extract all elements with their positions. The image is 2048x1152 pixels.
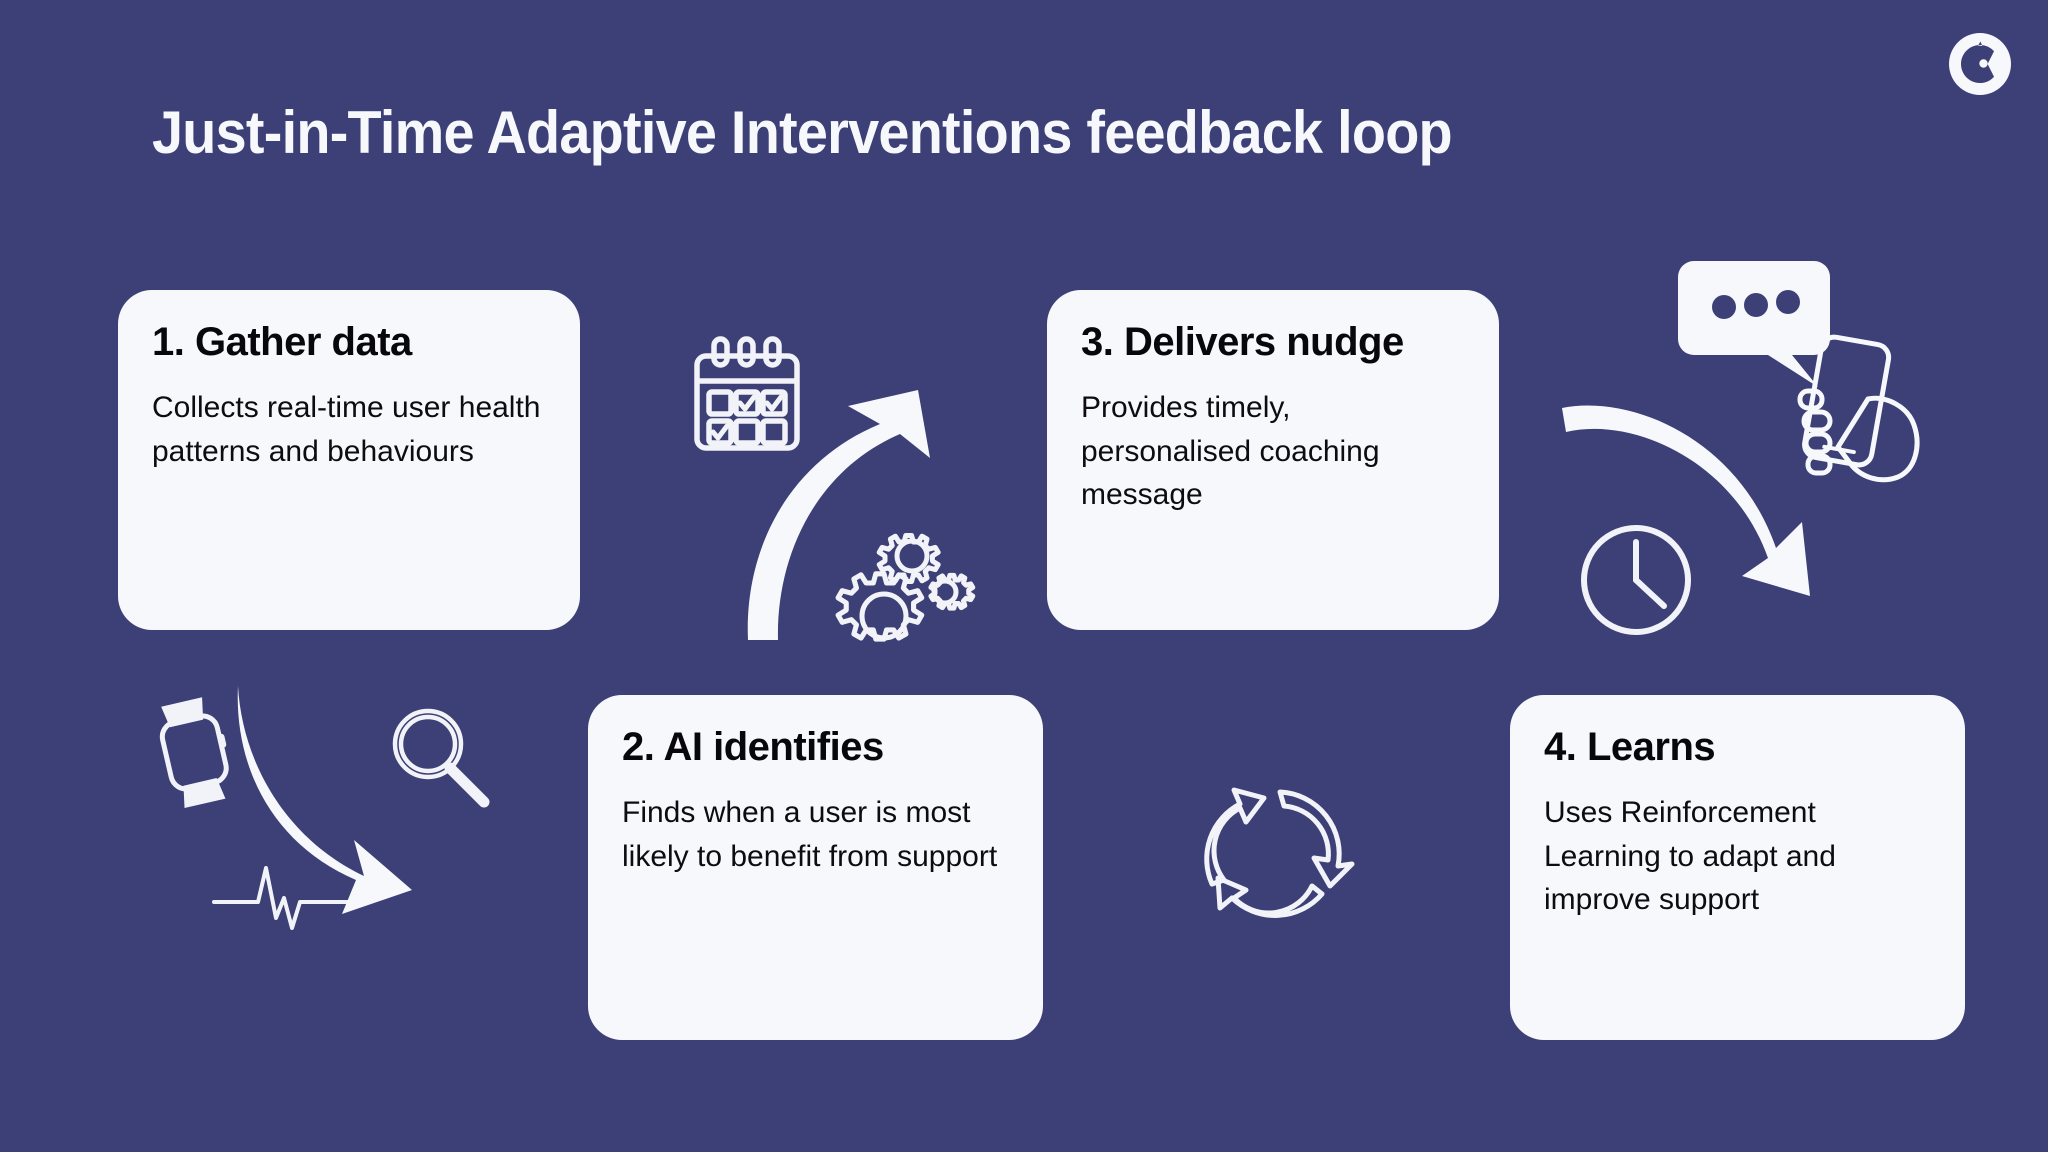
card-body: Collects real-time user health patterns … [152, 391, 541, 468]
chat-phone-icon [1672, 255, 1942, 485]
gears-icon [832, 524, 976, 656]
card-body: Finds when a user is most likely to bene… [622, 796, 998, 873]
loop-arrows-icon [1188, 768, 1366, 936]
card-body: Uses Reinforcement Learning to adapt and… [1544, 796, 1836, 916]
magnifier-icon [380, 700, 496, 816]
card-title: 4. Learns [1544, 725, 1716, 769]
card-title: 2. AI identifies [622, 725, 884, 769]
card-ai-identifies[interactable]: 2. AI identifies Finds when a user is mo… [588, 695, 1043, 1040]
heartbeat-icon [212, 862, 352, 934]
page-title: Just-in-Time Adaptive Interventions feed… [152, 99, 1453, 166]
card-gather-data[interactable]: 1. Gather data Collects real-time user h… [118, 290, 580, 630]
card-learns[interactable]: 4. Learns Uses Reinforcement Learning to… [1510, 695, 1965, 1040]
calendar-icon [688, 334, 806, 452]
card-delivers-nudge[interactable]: 3. Delivers nudge Provides timely, perso… [1047, 290, 1499, 630]
clock-icon [1576, 520, 1696, 640]
card-title: 3. Delivers nudge [1081, 320, 1404, 364]
arrow-nudge-to-learns [1560, 400, 1860, 640]
arrow-ai-to-nudge [740, 390, 1010, 660]
smartwatch-icon [142, 692, 250, 810]
card-body: Provides timely, personalised coaching m… [1081, 391, 1380, 511]
arrow-gather-to-ai [236, 680, 526, 950]
owl-eye-logo [1949, 33, 2011, 95]
card-title: 1. Gather data [152, 320, 412, 364]
